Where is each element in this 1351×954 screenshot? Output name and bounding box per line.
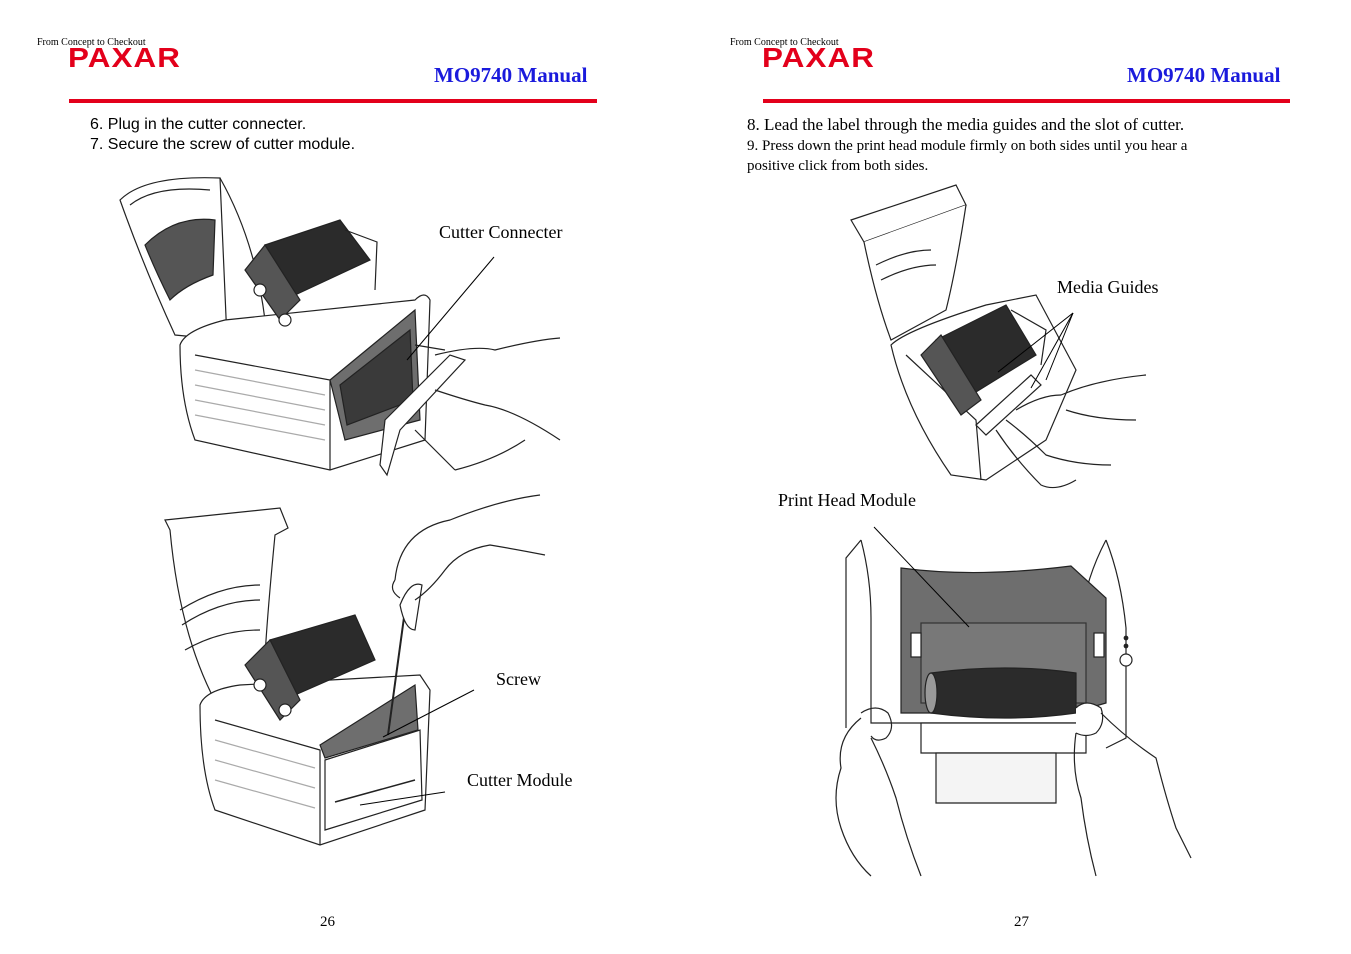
manual-page-27: From Concept to Checkout PAXAR MO9740 Ma…	[676, 0, 1351, 954]
page-number: 26	[320, 914, 335, 930]
manual-page-26: From Concept to Checkout PAXAR MO9740 Ma…	[0, 0, 675, 954]
callout-print-head-module: Print Head Module	[778, 490, 916, 510]
callout-screw: Screw	[496, 669, 541, 689]
callout-line-print-head-module	[873, 526, 970, 628]
paxar-logo: PAXAR	[762, 42, 876, 73]
header-rule	[69, 99, 597, 103]
callout-lines-media-guides	[997, 312, 1074, 389]
step-7-text: 7. Secure the screw of cutter module.	[90, 136, 356, 153]
paxar-logo: PAXAR	[68, 42, 182, 73]
header-rule	[763, 99, 1290, 103]
callout-lines-screw-module	[359, 689, 475, 806]
callout-cutter-module: Cutter Module	[467, 770, 573, 790]
brand-tagline: From Concept to Checkout	[730, 37, 839, 48]
step-9-text-line-2: positive click from both sides.	[747, 158, 929, 174]
step-6-text: 6. Plug in the cutter connecter.	[90, 116, 307, 133]
callout-cutter-connecter: Cutter Connecter	[439, 222, 563, 242]
brand-tagline: From Concept to Checkout	[37, 37, 146, 48]
step-8-text: 8. Lead the label through the media guid…	[747, 115, 1185, 134]
printer-cutter-connector-illustration	[119, 177, 561, 477]
step-9-text-line-1: 9. Press down the print head module firm…	[747, 138, 1188, 154]
callout-media-guides: Media Guides	[1057, 277, 1159, 297]
callout-line-cutter-connecter	[406, 256, 495, 361]
printer-print-head-illustration	[835, 539, 1192, 877]
page-title: MO9740 Manual	[1127, 63, 1281, 87]
page-number: 27	[1014, 914, 1029, 930]
printer-screw-illustration	[164, 494, 546, 846]
page-title: MO9740 Manual	[434, 63, 588, 87]
printer-media-guides-illustration	[850, 184, 1147, 489]
